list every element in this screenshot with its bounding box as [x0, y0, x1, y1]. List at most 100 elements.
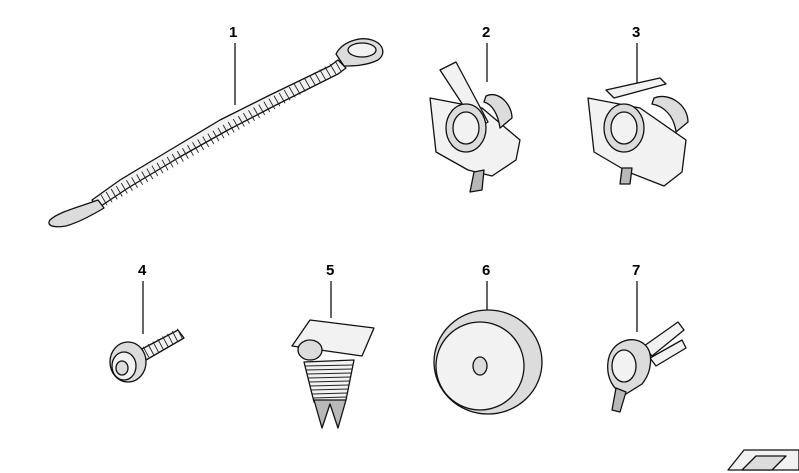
cable-tie-rib: [131, 177, 138, 188]
part-7-clip: 7: [607, 262, 687, 413]
cable-tie-rib: [182, 147, 189, 159]
bracket-3-hole-inner: [610, 111, 638, 145]
cable-tie-rib: [100, 194, 108, 206]
screw-4-thread-line: [142, 346, 150, 358]
cable-tie-rib: [151, 165, 159, 177]
cable-tie-rib: [253, 107, 260, 119]
rivet-5-thread-line: [310, 388, 349, 391]
cable-tie-rib: [299, 80, 306, 92]
bracket-3-top: [605, 77, 667, 99]
rivet-5-cap: [297, 339, 323, 361]
bracket-3-collar: [651, 95, 689, 133]
cable-tie-rib: [126, 180, 133, 191]
screw-4-thread-line: [167, 333, 174, 345]
cable-tie-rib: [268, 98, 276, 110]
screw-4-thread-lines: [142, 328, 184, 358]
cable-tie-rib: [115, 185, 123, 197]
callout-6: 6: [482, 262, 490, 279]
screw-4-thread: [139, 329, 185, 361]
cable-tie-rib: [217, 127, 225, 139]
screw-4-thread-line: [171, 331, 179, 343]
cable-tie-rib: [212, 130, 220, 142]
rivet-5-thread-line: [306, 372, 352, 375]
cable-tie-rib: [192, 142, 199, 153]
callout-7: 7: [632, 262, 640, 279]
cable-tie-rib: [258, 104, 266, 116]
screw-4-thread-line: [176, 328, 184, 340]
cable-tie-rib: [176, 150, 184, 162]
cable-tie-rib: [146, 168, 154, 180]
cable-tie-strap: [91, 59, 347, 209]
rivet-5-thread-line: [312, 396, 347, 399]
corner-symbol: [727, 449, 799, 471]
cable-tie-rib: [141, 171, 149, 183]
rivet-5-legs: [313, 399, 347, 429]
rivet-5-thread-lines: [304, 364, 354, 399]
clip-7-face: [611, 349, 637, 383]
screw-4-thread-line: [147, 343, 155, 355]
cable-tie-rib: [283, 89, 291, 101]
cable-tie-rib: [334, 60, 342, 72]
part-4-screw: 4: [109, 262, 185, 383]
rivet-5-thread-line: [308, 380, 350, 383]
screw-4-thread-line: [152, 341, 159, 353]
clip-7-leg: [611, 387, 627, 413]
cable-tie-rib: [314, 72, 322, 84]
callout-2: 2: [482, 24, 490, 41]
cable-tie-rib: [136, 174, 143, 186]
cable-tie-rib: [329, 63, 337, 75]
rivet-5-thread-line: [305, 368, 353, 371]
cable-tie-rib: [263, 101, 271, 113]
bracket-3-foot: [619, 167, 633, 185]
cable-tie-rib: [273, 95, 281, 107]
part-2-bracket: 2: [429, 24, 521, 193]
grommet-6-center-hole: [472, 356, 488, 376]
cable-tie-rib: [161, 159, 169, 171]
cable-tie-rib: [202, 136, 210, 148]
rivet-5-thread-line: [311, 392, 348, 395]
callout-3: 3: [632, 24, 640, 41]
cable-tie-head-face: [347, 42, 377, 58]
cable-tie-rib: [156, 162, 164, 174]
cable-tie-rib: [171, 153, 179, 165]
cable-tie-rib: [324, 66, 332, 78]
cable-tie-rib: [105, 191, 113, 203]
rivet-5-thread-line: [309, 384, 350, 387]
callout-1: 1: [229, 24, 237, 41]
screw-4-thread-line: [162, 336, 169, 348]
rivet-5-thread-line: [307, 376, 351, 379]
cable-tie-rib: [120, 182, 128, 194]
callout-4: 4: [138, 262, 147, 279]
cable-tie-rib: [309, 75, 316, 86]
cable-tie-tail: [48, 199, 105, 228]
cable-tie-rib: [288, 86, 296, 98]
cable-tie-rib: [187, 145, 194, 156]
cable-tie-rib: [243, 113, 250, 124]
corner-symbol-tab: [741, 455, 787, 471]
callout-5: 5: [326, 262, 334, 279]
screw-4-head-center: [115, 360, 129, 376]
part-3-bracket: 3: [587, 24, 689, 187]
screw-4-thread-line: [157, 338, 164, 350]
cable-tie-rib: [304, 78, 311, 89]
cable-tie-rib: [248, 110, 255, 121]
bracket-2-foot: [469, 169, 485, 193]
cable-tie-rib: [166, 156, 174, 168]
cable-tie-rib: [222, 124, 230, 136]
cable-tie-rib: [319, 69, 327, 81]
cable-tie-rib: [278, 92, 286, 104]
cable-tie-rib: [232, 118, 240, 130]
part-6-grommet: 6: [433, 262, 543, 415]
cable-tie-rib: [197, 139, 205, 151]
rivet-5-thread-line: [304, 364, 354, 367]
part-5-rivet: 5: [291, 262, 375, 429]
cable-tie-ribs: [100, 60, 342, 206]
bracket-2-hole-inner: [452, 111, 480, 145]
cable-tie-rib: [237, 115, 245, 127]
cable-tie-rib: [110, 188, 118, 200]
clip-7-prongs-lower: [649, 339, 687, 367]
cable-tie-rib: [227, 121, 235, 133]
cable-tie-rib: [293, 83, 301, 95]
part-1-cable-tie: 1: [48, 24, 384, 228]
